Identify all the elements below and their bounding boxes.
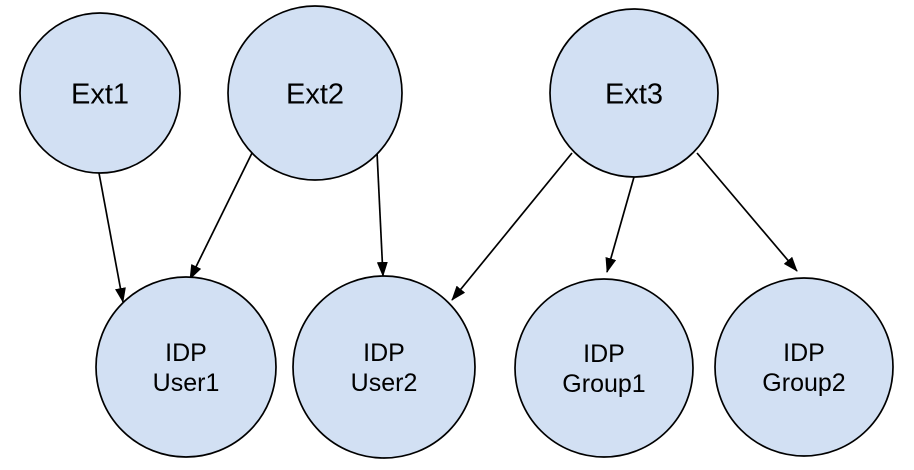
edge-ext3-to-idp-group2 [696, 152, 798, 272]
edge-ext2-to-idp-user1 [189, 152, 253, 280]
edge-ext3-to-idp-group1 [605, 176, 635, 273]
node-ext2-label: Ext2 [286, 79, 344, 111]
edge-ext3-to-idp-user2 [451, 152, 573, 301]
node-ext1-label: Ext1 [71, 79, 129, 111]
node-idp-group2-circle [714, 277, 894, 457]
node-ext1-circle [19, 12, 181, 174]
node-ext3-label: Ext3 [605, 79, 663, 111]
node-idp-user1-circle [95, 276, 277, 458]
node-ext1: Ext1 [19, 12, 181, 174]
node-idp-user2-circle [292, 275, 476, 459]
edge-ext1-to-idp-user1 [98, 172, 126, 303]
node-idp-group1-circle [514, 278, 694, 458]
node-ext2-circle [227, 5, 403, 181]
node-ext3-circle [549, 8, 719, 178]
node-ext2: Ext2 [227, 5, 403, 181]
edges-layer [98, 151, 798, 303]
edge-ext2-to-idp-user2 [376, 151, 388, 277]
node-ext3: Ext3 [549, 8, 719, 178]
